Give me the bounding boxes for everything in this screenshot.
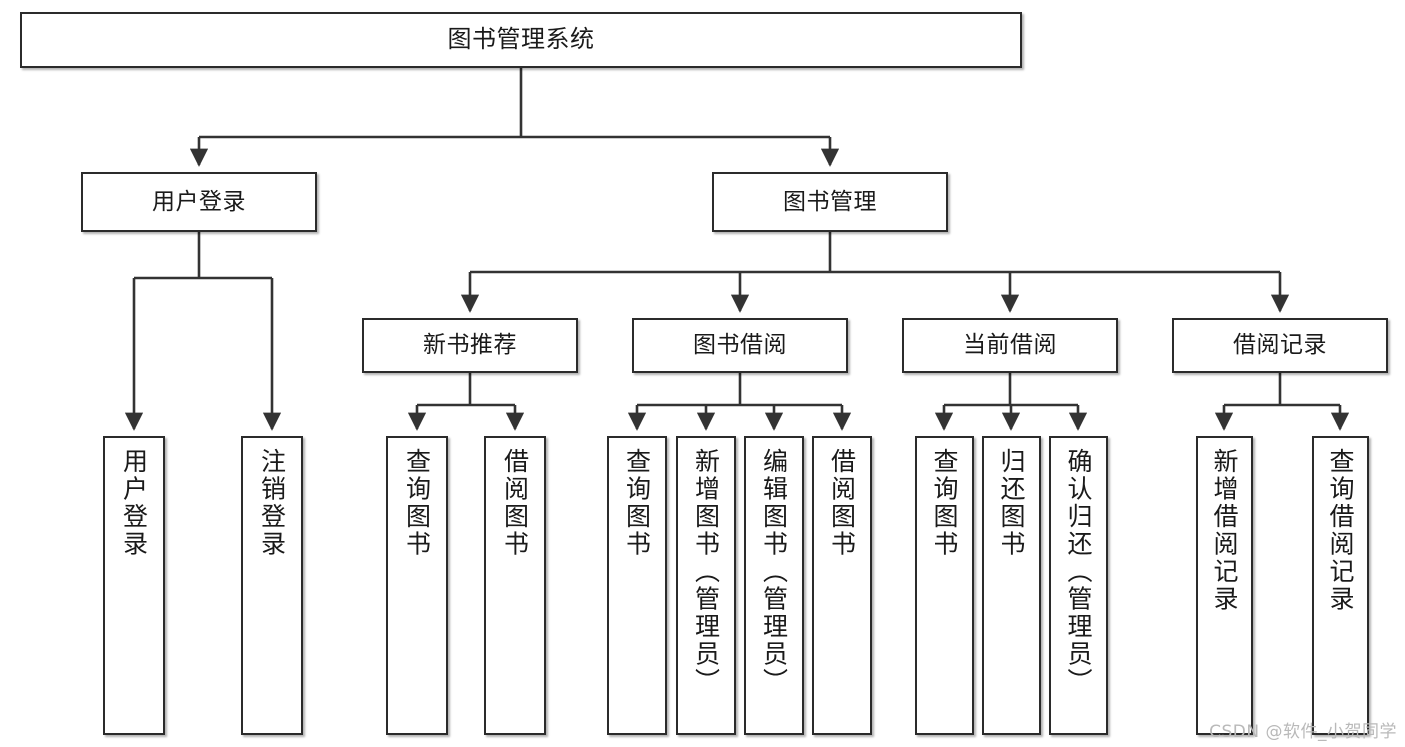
node-cb-query-book-label: 查询图书	[930, 448, 959, 558]
node-cb-confirm-return-label: 确认归还（管理员）	[1064, 448, 1093, 696]
node-cb-confirm-return[interactable]: 确认归还（管理员）	[1049, 436, 1108, 735]
node-root[interactable]: 图书管理系统	[20, 12, 1022, 68]
node-nbr-borrow-book[interactable]: 借阅图书	[484, 436, 546, 735]
node-user-login[interactable]: 用户登录	[81, 172, 317, 232]
node-br-add-record[interactable]: 新增借阅记录	[1196, 436, 1253, 735]
node-nbr-query-book-label: 查询图书	[402, 448, 432, 558]
node-user-login-label: 用户登录	[152, 188, 246, 215]
node-book-borrow[interactable]: 图书借阅	[632, 318, 848, 373]
node-user-login-leaf-label: 用户登录	[119, 448, 149, 558]
node-borrow-record-label: 借阅记录	[1233, 332, 1327, 359]
node-current-borrow[interactable]: 当前借阅	[902, 318, 1118, 373]
node-br-query-record[interactable]: 查询借阅记录	[1312, 436, 1369, 735]
node-cb-return-book-label: 归还图书	[997, 448, 1026, 558]
node-bb-edit-book[interactable]: 编辑图书（管理员）	[744, 436, 804, 735]
node-bb-add-book[interactable]: 新增图书（管理员）	[676, 436, 736, 735]
node-root-label: 图书管理系统	[447, 25, 595, 54]
node-cb-query-book[interactable]: 查询图书	[915, 436, 974, 735]
node-bb-add-book-label: 新增图书（管理员）	[691, 448, 721, 696]
node-bb-query-book-label: 查询图书	[622, 448, 652, 558]
node-nbr-borrow-book-label: 借阅图书	[500, 448, 530, 558]
node-user-logout-leaf-label: 注销登录	[257, 448, 287, 558]
node-user-login-leaf[interactable]: 用户登录	[103, 436, 165, 735]
node-new-book-recommend[interactable]: 新书推荐	[362, 318, 578, 373]
node-bb-edit-book-label: 编辑图书（管理员）	[759, 448, 789, 696]
node-nbr-query-book[interactable]: 查询图书	[386, 436, 448, 735]
node-user-logout-leaf[interactable]: 注销登录	[241, 436, 303, 735]
node-book-borrow-label: 图书借阅	[693, 332, 787, 359]
node-book-management[interactable]: 图书管理	[712, 172, 948, 232]
node-bb-query-book[interactable]: 查询图书	[607, 436, 667, 735]
node-new-book-recommend-label: 新书推荐	[423, 332, 517, 359]
node-borrow-record[interactable]: 借阅记录	[1172, 318, 1388, 373]
node-br-query-record-label: 查询借阅记录	[1326, 448, 1355, 613]
node-bb-borrow-book-label: 借阅图书	[827, 448, 857, 558]
node-br-add-record-label: 新增借阅记录	[1210, 448, 1239, 613]
node-book-management-label: 图书管理	[783, 188, 877, 215]
node-bb-borrow-book[interactable]: 借阅图书	[812, 436, 872, 735]
node-cb-return-book[interactable]: 归还图书	[982, 436, 1041, 735]
node-current-borrow-label: 当前借阅	[963, 332, 1057, 359]
